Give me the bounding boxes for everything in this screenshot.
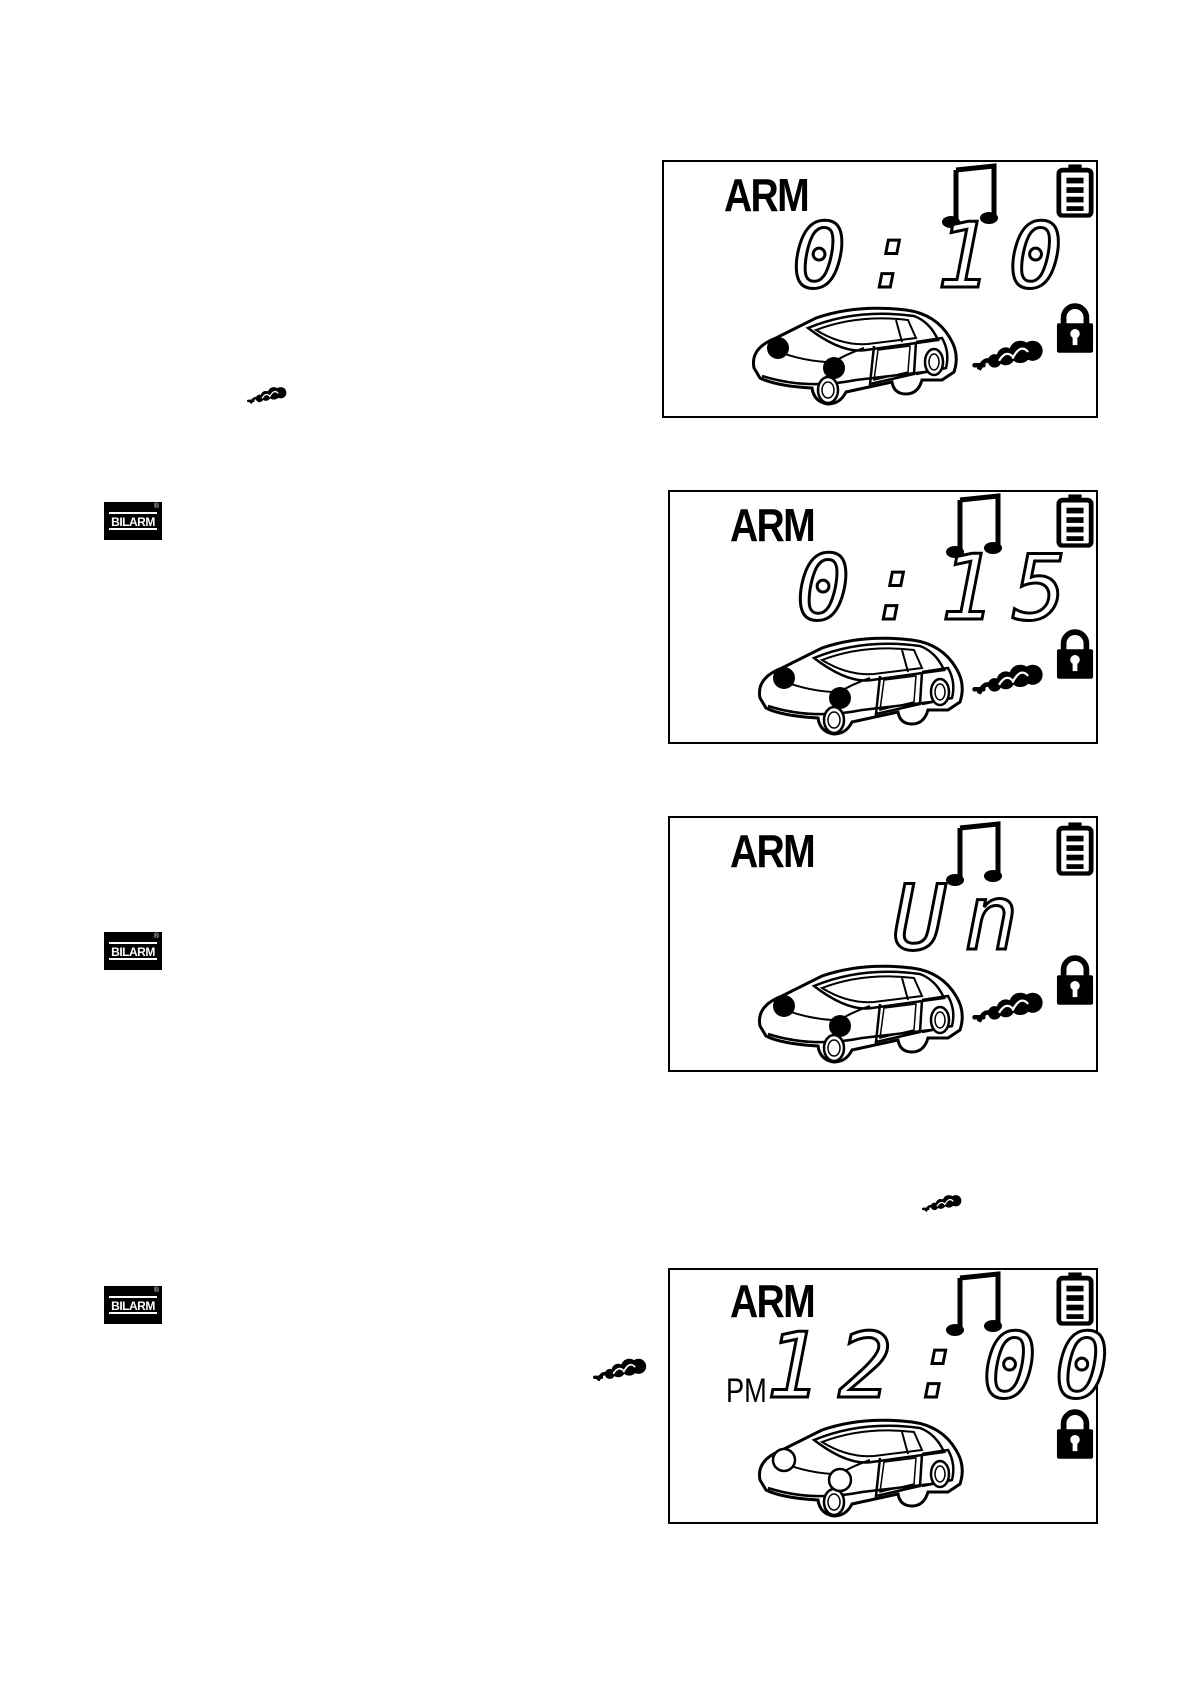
- car-icon: [752, 628, 972, 738]
- car-icon: [746, 298, 966, 408]
- lcd-panel-4: ARM PM 12:00: [668, 1268, 1110, 1524]
- car-icon: [752, 956, 972, 1066]
- registered-mark: ®: [153, 1287, 159, 1294]
- lock-icon: [1056, 628, 1094, 680]
- signal-waves-icon: [972, 986, 1044, 1024]
- lcd-panel-2: ARM 0:15: [668, 490, 1098, 744]
- clock-readout: 12:00: [765, 1314, 1127, 1419]
- battery-icon: [1056, 822, 1094, 876]
- time-readout: 0:10: [791, 204, 1081, 309]
- arm-status: ARM: [724, 169, 810, 221]
- lock-icon: [1056, 302, 1094, 354]
- registered-mark: ®: [153, 503, 159, 510]
- mode-readout: Un: [890, 866, 1037, 971]
- signal-waves-icon: [593, 1352, 647, 1384]
- bilarm-logo: BILARM ®: [104, 932, 162, 970]
- registered-mark: ®: [153, 933, 159, 940]
- signal-waves-icon: [972, 334, 1044, 372]
- bilarm-logo: BILARM ®: [104, 1286, 162, 1324]
- lock-icon: [1056, 1408, 1094, 1460]
- arm-status: ARM: [730, 1275, 816, 1327]
- pm-indicator: PM: [726, 1372, 767, 1410]
- bilarm-logo-text: BILARM: [109, 942, 157, 960]
- bilarm-logo-text: BILARM: [109, 1296, 157, 1314]
- signal-waves-icon: [922, 1188, 962, 1216]
- bilarm-logo: BILARM ®: [104, 502, 162, 540]
- lcd-panel-3: ARM Un: [668, 816, 1098, 1072]
- arm-status: ARM: [730, 499, 816, 551]
- arm-status: ARM: [730, 825, 816, 877]
- car-icon: [752, 1410, 972, 1520]
- lock-icon: [1056, 954, 1094, 1006]
- bilarm-logo-text: BILARM: [109, 512, 157, 530]
- time-readout: 0:15: [795, 536, 1085, 641]
- lcd-panel-1: ARM 0:10: [662, 160, 1098, 418]
- signal-waves-icon: [247, 380, 287, 408]
- signal-waves-icon: [972, 658, 1044, 696]
